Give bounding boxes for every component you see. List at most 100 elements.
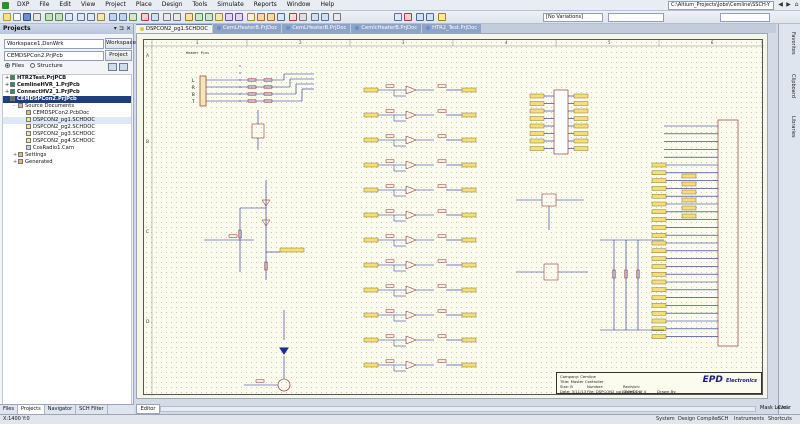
tree-expand-icon[interactable]: + <box>13 152 18 158</box>
rail-tab-libraries[interactable]: Libraries <box>790 116 796 138</box>
tree-expand-icon[interactable]: - <box>13 103 15 109</box>
tree-item[interactable]: DSPCON2_pg1.SCHDOC <box>3 117 131 124</box>
tab-files[interactable]: Files <box>0 405 18 414</box>
paste-icon[interactable] <box>97 13 105 21</box>
tree-item[interactable]: +HTR2Test.PrjPCB <box>3 75 131 82</box>
home-icon[interactable]: ⌂ <box>794 1 799 8</box>
grid-icon[interactable] <box>321 13 329 21</box>
tab-projects[interactable]: Projects <box>17 405 45 414</box>
redo-icon[interactable] <box>173 13 181 21</box>
panel-refresh-icon[interactable] <box>119 63 128 71</box>
filter-icon[interactable] <box>333 13 341 21</box>
tree-item[interactable]: +ConnectHV2_1.PrjPcb <box>3 89 131 96</box>
files-radio[interactable]: Files <box>5 63 24 69</box>
workspace-dropdown[interactable]: Workspace1.DsnWrk <box>4 39 104 49</box>
print-icon[interactable] <box>33 13 41 21</box>
place-netlabel-icon[interactable] <box>215 13 223 21</box>
tree-item[interactable]: +Settings <box>3 152 131 159</box>
tab-navigator[interactable]: Navigator <box>45 405 77 414</box>
document-tab[interactable]: DSPCON2_pg1.SCHDOC <box>136 24 212 33</box>
rail-tab-clipboard[interactable]: Clipboard <box>790 74 796 98</box>
editor-tab[interactable]: Editor <box>136 404 160 414</box>
horizontal-scrollbar[interactable] <box>160 406 756 412</box>
place-text-icon[interactable] <box>299 13 307 21</box>
tree-expand-icon[interactable]: + <box>5 75 10 81</box>
place-part-icon[interactable] <box>247 13 255 21</box>
project-button[interactable]: Project <box>105 50 132 61</box>
report-icon[interactable] <box>426 13 434 21</box>
variations-dropdown[interactable]: [No Variations] <box>543 13 603 22</box>
menu-reports[interactable]: Reports <box>253 1 277 8</box>
no-erc-icon[interactable] <box>289 13 297 21</box>
panel-controls[interactable]: ▾ ⊐ × <box>113 25 131 32</box>
deselect-icon[interactable] <box>141 13 149 21</box>
tree-expand-icon[interactable]: - <box>5 96 8 102</box>
tree-item[interactable]: CosRadio1.Cam <box>3 145 131 152</box>
menu-help[interactable]: Help <box>320 1 335 8</box>
tree-item[interactable]: -Source Documents <box>3 103 131 110</box>
zoom-area-icon[interactable] <box>55 13 63 21</box>
toolbar-dropdown-1[interactable] <box>608 13 664 22</box>
hierarchy-icon[interactable] <box>185 13 193 21</box>
tree-item[interactable]: DSPCON2_pg3.SCHDOC <box>3 131 131 138</box>
save-icon[interactable] <box>23 13 31 21</box>
tree-item[interactable]: CEMDSPCon2.PcbDoc <box>3 110 131 117</box>
document-tab[interactable]: CemlcHeaterB.PrjDoc <box>351 24 422 33</box>
tree-expand-icon[interactable]: + <box>13 159 18 165</box>
menu-place[interactable]: Place <box>135 1 152 8</box>
copy-icon[interactable] <box>87 13 95 21</box>
tree-expand-icon[interactable]: + <box>5 82 10 88</box>
menu-file[interactable]: File <box>39 1 50 8</box>
tree-item[interactable]: +CemlineHVR_1.PrjPcb <box>3 82 131 89</box>
toolbar-dropdown-2[interactable] <box>720 13 770 22</box>
status-system[interactable]: System <box>656 416 675 422</box>
browse-icon[interactable] <box>394 13 402 21</box>
panel-options-icon[interactable] <box>108 63 117 71</box>
mask-level-button[interactable]: Mask Level <box>760 405 788 411</box>
back-icon[interactable]: ◀ <box>778 1 783 8</box>
forward-icon[interactable]: ▶ <box>786 1 791 8</box>
undo-icon[interactable] <box>163 13 171 21</box>
tree-item[interactable]: +Generated <box>3 159 131 166</box>
document-path-field[interactable]: C:\Altium_Projects\Jobs\Cemline\SSCH-Y <box>668 1 774 10</box>
clear-filter-icon[interactable] <box>404 13 412 21</box>
project-field[interactable]: CEMDSPCon2.PrjPcb <box>4 51 104 61</box>
menu-dxp[interactable]: DXP <box>17 1 30 8</box>
rubber-stamp-icon[interactable] <box>109 13 117 21</box>
menu-design[interactable]: Design <box>161 1 183 8</box>
status-instruments[interactable]: Instruments <box>734 416 765 422</box>
rail-tab-favorites[interactable]: Favorites <box>790 32 796 55</box>
help-icon[interactable] <box>438 13 446 21</box>
cross-probe-icon[interactable] <box>151 13 159 21</box>
tab-sch-filter[interactable]: SCH Filter <box>76 405 108 414</box>
status-sch[interactable]: SCH <box>718 416 729 422</box>
place-sheet-entry-icon[interactable] <box>267 13 275 21</box>
place-ground-icon[interactable] <box>235 13 243 21</box>
place-sheet-symbol-icon[interactable] <box>257 13 265 21</box>
menu-edit[interactable]: Edit <box>59 1 72 8</box>
menu-simulate[interactable]: Simulate <box>217 1 244 8</box>
tree-item[interactable]: DSPCON2_pg2.SCHDOC <box>3 124 131 131</box>
menu-view[interactable]: View <box>81 1 96 8</box>
zoom-selected-icon[interactable] <box>65 13 73 21</box>
move-icon[interactable] <box>129 13 137 21</box>
new-document-icon[interactable] <box>13 13 21 21</box>
place-bus-icon[interactable] <box>205 13 213 21</box>
open-folder-icon[interactable] <box>3 13 11 21</box>
align-icon[interactable] <box>311 13 319 21</box>
menu-project[interactable]: Project <box>105 1 126 8</box>
document-tab[interactable]: CemLHeaterB.PrjDoc <box>212 24 282 33</box>
cut-icon[interactable] <box>77 13 85 21</box>
status-design-compiler[interactable]: Design Compiler <box>678 416 720 422</box>
tree-item[interactable]: DSPCON2_pg4.SCHDOC <box>3 138 131 145</box>
select-area-icon[interactable] <box>119 13 127 21</box>
status-shortcuts[interactable]: Shortcuts <box>768 416 792 422</box>
structure-radio[interactable]: Structure <box>30 63 63 69</box>
tree-item[interactable]: -CEMDSPCon2.PrjPcb <box>3 96 131 103</box>
place-wire-icon[interactable] <box>195 13 203 21</box>
place-port-icon[interactable] <box>277 13 285 21</box>
tree-expand-icon[interactable]: + <box>5 89 10 95</box>
zoom-fit-icon[interactable] <box>45 13 53 21</box>
